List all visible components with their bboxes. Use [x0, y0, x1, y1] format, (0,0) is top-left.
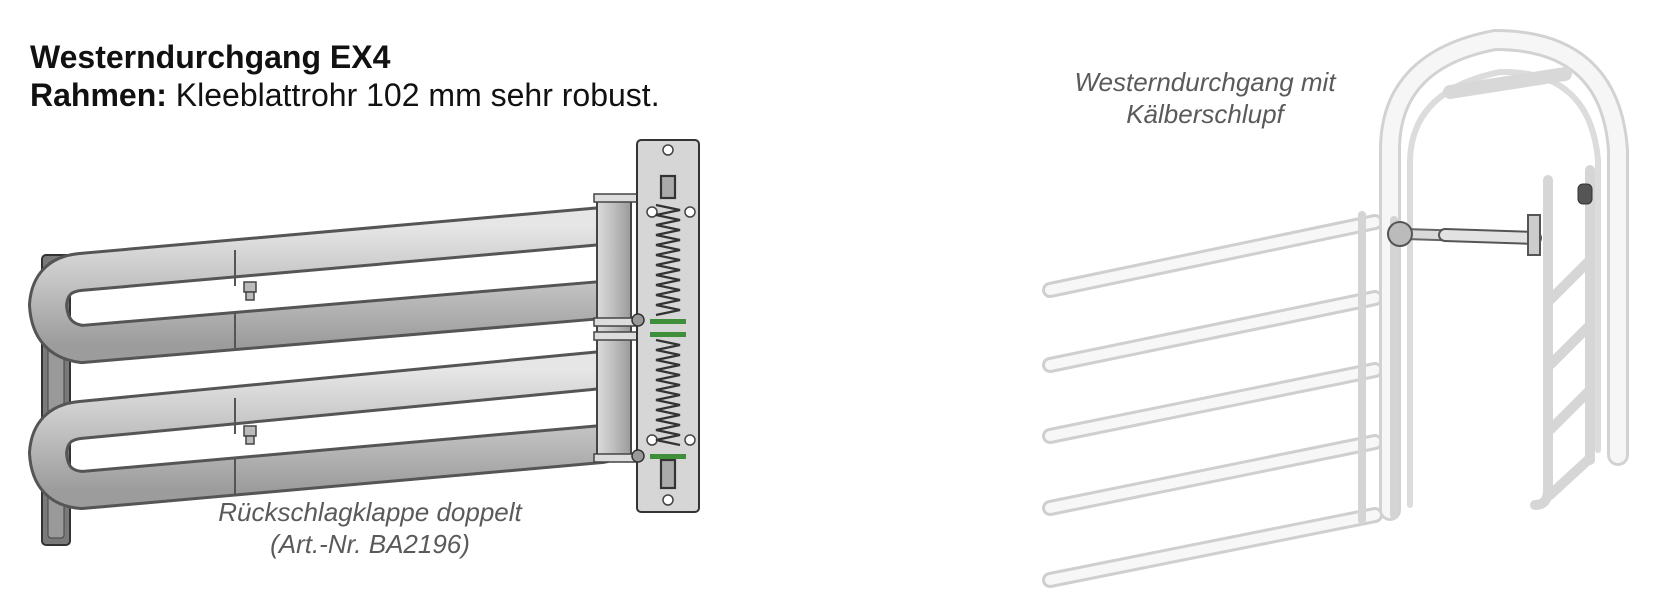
inner-posts	[1358, 211, 1398, 524]
page-title: Westerndurchgang EX4	[30, 39, 391, 75]
passage-caption-line1: Westerndurchgang mit	[1074, 67, 1336, 97]
wall-plate	[636, 139, 700, 513]
pipe-bolts	[243, 281, 257, 445]
check-gate-drawing	[27, 139, 700, 546]
frame-label: Rahmen:	[30, 77, 167, 113]
springs	[655, 174, 681, 490]
frame-text: Kleeblattrohr 102 mm sehr robust.	[175, 77, 660, 113]
passage-caption-line2: Kälberschlupf	[1126, 99, 1284, 129]
hinge-bolts	[631, 313, 645, 463]
passage-caption: Westerndurchgang mit Kälberschlupf	[1040, 66, 1370, 130]
gate-pipes	[27, 206, 622, 511]
passage-bars	[1042, 214, 1383, 588]
check-gate-caption-article: (Art.-Nr. BA2196)	[270, 529, 470, 559]
spring-washers	[650, 319, 686, 459]
frame-description: Rahmen: Kleeblattrohr 102 mm sehr robust…	[30, 76, 660, 114]
check-gate-caption-name: Rückschlagklappe doppelt	[218, 497, 522, 527]
check-gate-caption: Rückschlagklappe doppelt (Art.-Nr. BA219…	[190, 496, 550, 560]
latch-bar	[1387, 183, 1593, 256]
arch-frame	[1379, 28, 1629, 521]
calf-slip	[1530, 165, 1595, 510]
